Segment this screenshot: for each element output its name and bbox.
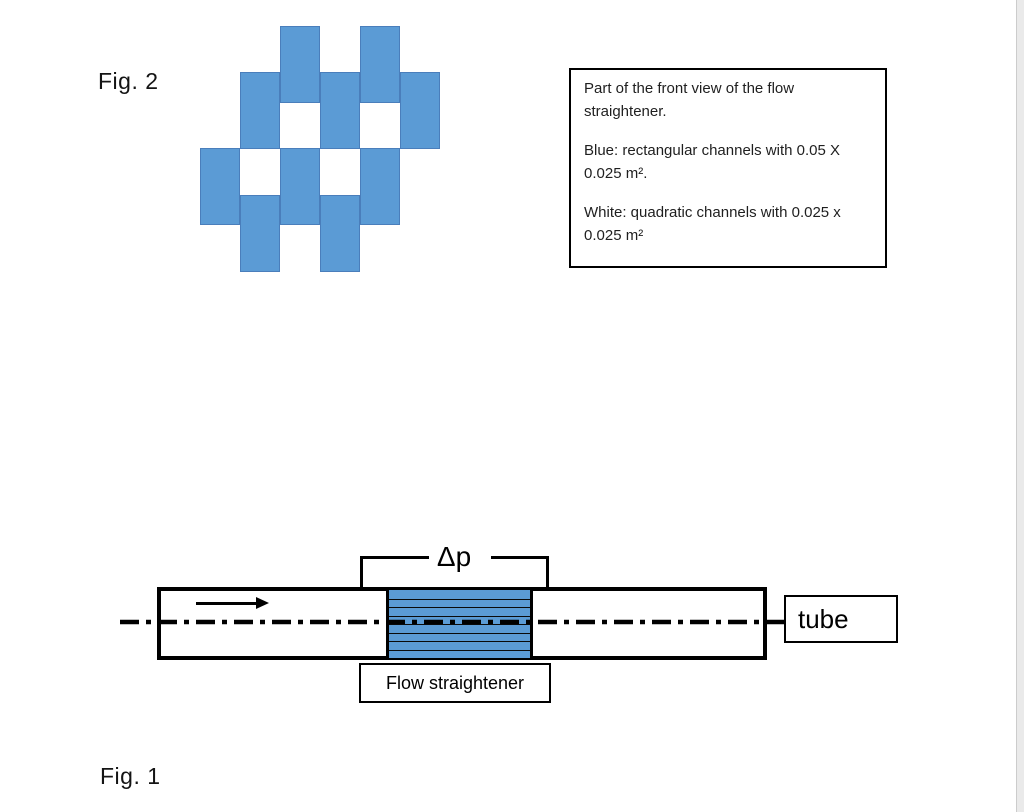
legend-line-3: White: quadratic channels with 0.025 x 0… xyxy=(584,204,841,244)
blue-channel-rect xyxy=(360,26,400,103)
blue-channel-rect xyxy=(240,195,280,272)
fig1-label: Fig. 1 xyxy=(100,763,161,789)
blue-channel-rect xyxy=(240,72,280,149)
legend-line-2: Blue: rectangular channels with 0.05 X 0… xyxy=(584,142,840,182)
dp-bracket-left-horizontal xyxy=(360,556,429,559)
flow-straightener-block xyxy=(386,590,533,658)
legend-box: Part of the front view of the flow strai… xyxy=(569,68,887,268)
blue-channel-rect xyxy=(400,72,440,149)
channel-divider-line xyxy=(389,607,530,609)
dp-bracket-right-vertical xyxy=(546,556,549,589)
blue-channel-rect xyxy=(320,195,360,272)
tube-label: tube xyxy=(798,603,849,634)
legend-line-1: Part of the front view of the flow strai… xyxy=(584,80,795,120)
centerline-dash-dot xyxy=(120,619,785,625)
blue-channel-rect xyxy=(280,148,320,225)
scrollbar-track[interactable] xyxy=(1016,0,1024,812)
blue-channel-rect xyxy=(200,148,240,225)
channel-divider-line xyxy=(389,624,530,626)
channel-divider-line xyxy=(389,632,530,634)
channel-divider-line xyxy=(389,649,530,651)
blue-channel-rect xyxy=(320,72,360,149)
blue-channel-rect xyxy=(280,26,320,103)
flow-straightener-label: Flow straightener xyxy=(385,672,525,693)
channel-divider-line xyxy=(389,615,530,617)
blue-channel-rect xyxy=(360,148,400,225)
channel-divider-line xyxy=(389,641,530,643)
flow-arrow-icon xyxy=(256,597,269,609)
tube-callout: tube xyxy=(784,595,898,643)
delta-p-label: Δp xyxy=(436,541,472,572)
flow-arrow-shaft xyxy=(196,602,258,605)
channel-divider-line xyxy=(389,598,530,600)
dp-bracket-left-vertical xyxy=(360,556,363,589)
flow-straightener-callout: Flow straightener xyxy=(359,663,551,703)
fig2-label: Fig. 2 xyxy=(98,68,159,94)
dp-bracket-right-horizontal xyxy=(491,556,549,559)
